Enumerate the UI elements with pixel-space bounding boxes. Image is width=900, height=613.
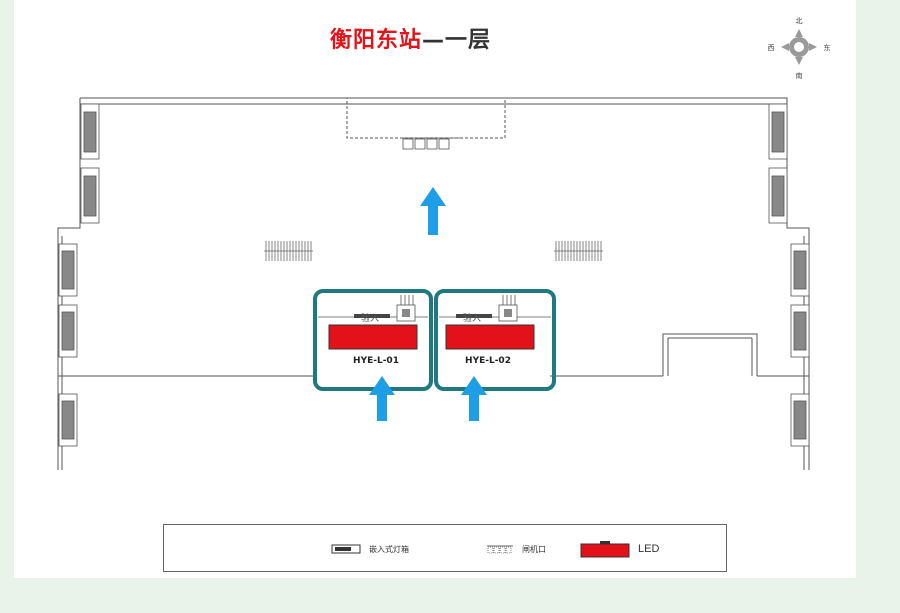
page-title: 衡阳东站—一层 [330,22,491,54]
title-station-name: 衡阳东站 [330,28,423,53]
led-screen [328,324,418,350]
led-icon [580,541,630,558]
legend-led-label: LED [638,543,660,555]
spot-sign-text: 验入 [361,312,379,324]
compass-west: 西 [768,44,775,52]
top-gates [400,137,460,150]
spot-sign-text: 验入 [463,312,481,324]
title-floor: —一层 [422,28,492,53]
stairs-left [264,241,313,261]
legend-item-led: LED [580,525,659,573]
compass-north: 北 [796,17,803,25]
map-canvas [14,0,856,578]
ad-spot-hye-l-02[interactable]: 验入 HYE-L-02 [434,289,556,391]
legend-lightbox-label: 嵌入式灯箱 [369,544,409,554]
compass-east: 东 [824,43,831,52]
gate-icon [487,545,513,554]
spot-id-label: HYE-L-01 [353,356,399,366]
led-screen [445,324,535,350]
spot-id-label: HYE-L-02 [465,356,511,366]
arrow-up-icon [420,187,446,235]
compass-icon: 北 南 东 西 [768,17,831,80]
right-lightboxes [768,103,810,447]
stairs-right [554,241,603,261]
arrow-up-icon [369,376,395,421]
gate-bar [456,314,492,318]
map-legend: 嵌入式灯箱 闸机口 LED [163,524,727,572]
legend-item-lightbox: 嵌入式灯箱 [331,525,409,573]
compass-south: 南 [796,71,803,80]
left-lightboxes [58,103,100,447]
legend-gate-label: 闸机口 [522,544,546,554]
building-walls [57,97,810,470]
gate-bar [354,314,390,318]
lightbox-icon [331,544,361,554]
legend-item-gate: 闸机口 [486,525,546,573]
arrow-up-icon [461,376,487,421]
ad-spot-hye-l-01[interactable]: 验入 HYE-L-01 [313,289,433,391]
